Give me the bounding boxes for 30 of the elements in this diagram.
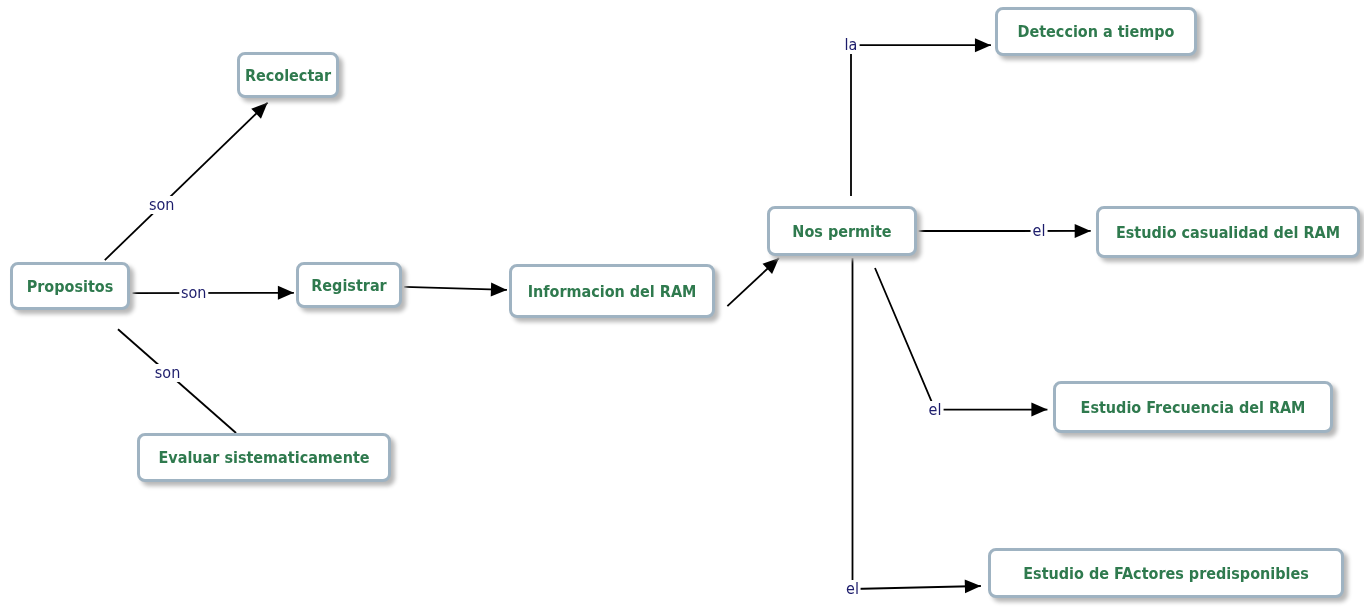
concept-box bbox=[296, 262, 402, 308]
concept-text: Deteccion a tiempo bbox=[1017, 22, 1175, 41]
concept-box bbox=[995, 7, 1197, 56]
arrow bbox=[403, 282, 508, 297]
edge-label: son bbox=[152, 363, 183, 382]
arrow bbox=[726, 257, 780, 307]
concept-text: Propositos bbox=[26, 276, 114, 296]
arrow bbox=[850, 38, 992, 197]
concept-text: Evaluar sistematicamente bbox=[158, 448, 370, 467]
concept-box bbox=[767, 206, 917, 256]
edge-label: son bbox=[147, 195, 177, 214]
arrow bbox=[917, 223, 1092, 238]
edge-label: la bbox=[842, 36, 860, 55]
concept-box bbox=[137, 433, 391, 482]
arrow bbox=[874, 267, 1049, 417]
concept-box bbox=[509, 264, 715, 318]
concept-text: Informacion del RAM bbox=[527, 281, 697, 301]
concept-text: Recolectar bbox=[244, 65, 332, 85]
concept-text: Nos permite bbox=[792, 221, 892, 241]
concept-box bbox=[10, 262, 130, 310]
concept-box bbox=[237, 52, 339, 98]
concept-box bbox=[1096, 206, 1360, 258]
concept-text: Estudio de FActores predisponibles bbox=[1023, 563, 1309, 583]
concept-box bbox=[988, 548, 1344, 598]
arrow bbox=[851, 257, 982, 594]
arrow bbox=[103, 101, 269, 261]
concept-box bbox=[1053, 381, 1333, 433]
concept-text: Registrar bbox=[311, 275, 387, 295]
concept-text: Estudio casualidad del RAM bbox=[1115, 222, 1341, 242]
concept-text: Estudio Frecuencia del RAM bbox=[1080, 397, 1306, 417]
